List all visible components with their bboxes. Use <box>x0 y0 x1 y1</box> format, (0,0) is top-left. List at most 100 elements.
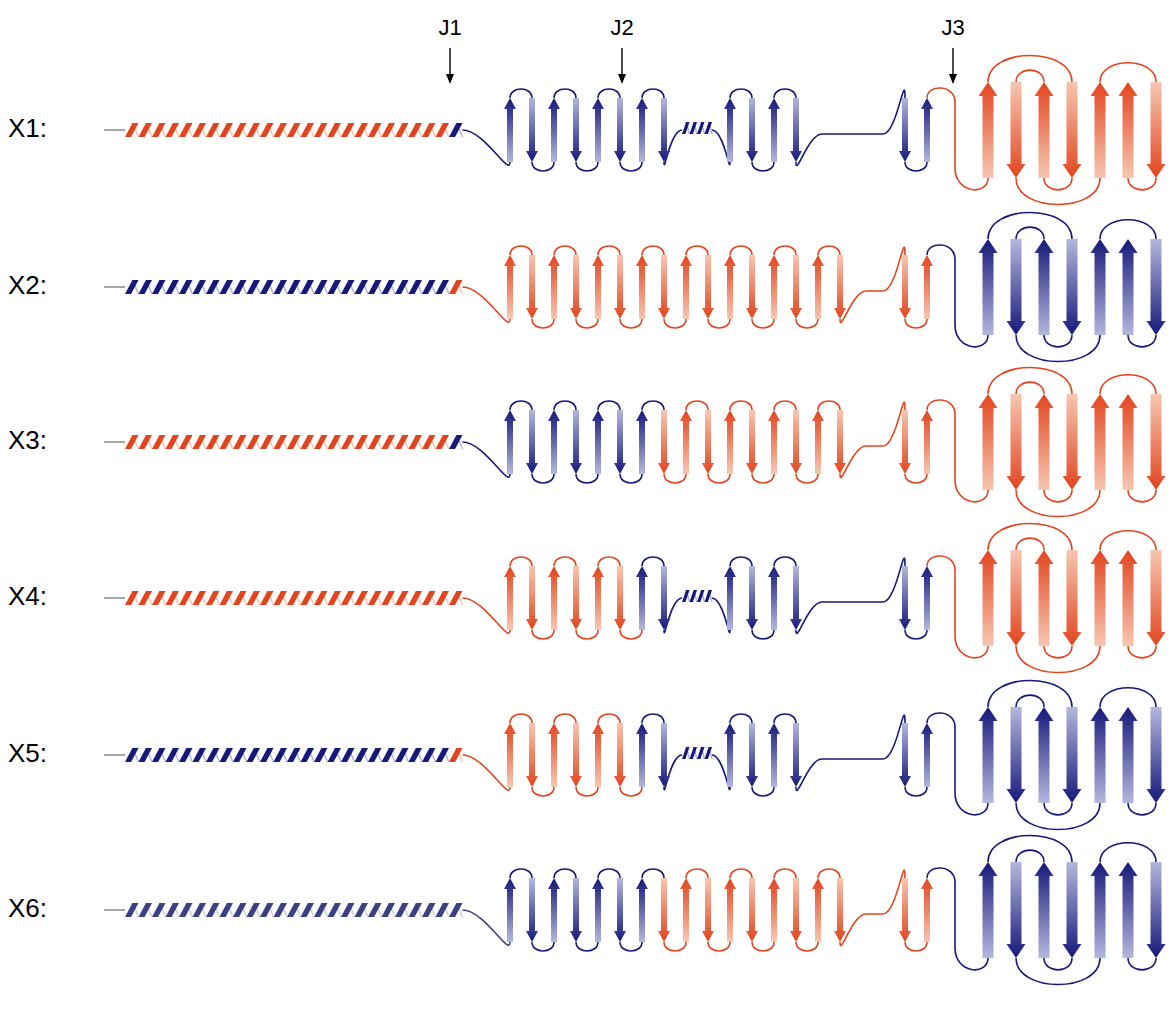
loop-line <box>1016 382 1044 394</box>
loop-line <box>730 869 752 878</box>
helix-turn <box>449 435 463 449</box>
helix-turn <box>139 435 153 449</box>
helix-turn <box>220 748 234 762</box>
beta-strand <box>1119 239 1138 335</box>
beta-strand <box>592 410 604 474</box>
row-label: X4: <box>8 582 47 611</box>
beta-strand <box>658 98 670 162</box>
loop-line <box>927 245 988 347</box>
loop-line <box>1100 63 1156 82</box>
loop-line <box>463 442 511 477</box>
beta-strand <box>921 878 933 942</box>
helix-turn <box>690 122 698 134</box>
helix-turn <box>247 435 261 449</box>
loop-line <box>752 474 774 483</box>
helix-turn <box>328 280 342 294</box>
helix-turn <box>247 280 261 294</box>
helix-turn <box>705 122 713 134</box>
helix-turn <box>220 280 234 294</box>
helix-turn <box>152 748 166 762</box>
domain-row <box>104 835 1166 984</box>
helix-turn <box>328 435 342 449</box>
helix-turn <box>436 591 450 605</box>
domain-row <box>104 367 1166 516</box>
beta-strand <box>746 878 758 942</box>
helix-turn <box>705 590 713 602</box>
helix-turn <box>449 591 463 605</box>
beta-strand <box>1091 82 1110 178</box>
helix-turn <box>422 280 436 294</box>
helix-turn <box>409 123 423 137</box>
loop-line <box>642 246 664 255</box>
beta-strand <box>790 98 802 162</box>
helix-turn <box>328 123 342 137</box>
loop-line <box>796 558 905 633</box>
beta-strand <box>1035 239 1054 335</box>
junction-arrow-head <box>949 74 957 84</box>
loop-line <box>796 90 905 165</box>
loop-line <box>1100 688 1156 707</box>
row-label: X5: <box>8 739 47 768</box>
beta-strand <box>570 566 582 630</box>
loop-line <box>1044 803 1072 815</box>
helix-turn <box>260 435 274 449</box>
loop-line <box>510 246 532 255</box>
beta-strand <box>724 566 736 630</box>
loop-line <box>796 942 818 951</box>
beta-strand <box>592 566 604 630</box>
helix-turn <box>341 748 355 762</box>
helix-turn <box>682 590 690 602</box>
row-label: X2: <box>8 271 47 300</box>
beta-strand <box>614 566 626 630</box>
beta-strand <box>702 255 714 319</box>
beta-strand <box>1063 707 1082 803</box>
helix-turn <box>690 590 698 602</box>
chain-start <box>104 441 125 442</box>
beta-strand <box>526 723 538 787</box>
helix-turn <box>287 591 301 605</box>
loop-line <box>988 367 1072 394</box>
beta-strand <box>1035 394 1054 490</box>
loop-line <box>796 715 905 790</box>
helix-turn <box>260 123 274 137</box>
loop-line <box>686 246 708 255</box>
helix-turn <box>152 280 166 294</box>
beta-strand <box>1007 550 1026 646</box>
beta-strand <box>921 410 933 474</box>
beta-strand <box>526 98 538 162</box>
beta-strand <box>1119 707 1138 803</box>
helix-turn <box>206 435 220 449</box>
loop-line <box>752 162 774 171</box>
beta-strand <box>592 878 604 942</box>
beta-strand <box>768 255 780 319</box>
beta-strand <box>592 98 604 162</box>
beta-strand <box>1063 239 1082 335</box>
loop-line <box>1016 178 1100 205</box>
helix-turn <box>233 280 247 294</box>
beta-strand <box>570 723 582 787</box>
loop-line <box>818 246 840 255</box>
loop-line <box>620 162 642 171</box>
helix-turn <box>274 435 288 449</box>
helix-turn <box>368 435 382 449</box>
loop-line <box>927 400 988 502</box>
beta-strand <box>658 566 670 630</box>
domain-row <box>104 680 1166 829</box>
loop-line <box>642 89 664 98</box>
loop-line <box>1016 335 1100 362</box>
helix-turn <box>341 435 355 449</box>
helix-turn <box>409 903 423 917</box>
helix-turn <box>314 748 328 762</box>
loop-line <box>598 246 620 255</box>
helix-turn <box>139 591 153 605</box>
helix-turn <box>697 122 705 134</box>
loop-line <box>752 942 774 951</box>
helix-turn <box>328 748 342 762</box>
beta-strand <box>1063 82 1082 178</box>
beta-strand <box>768 566 780 630</box>
loop-line <box>463 755 511 790</box>
beta-strand <box>592 255 604 319</box>
beta-strand <box>570 878 582 942</box>
beta-strand <box>921 566 933 630</box>
